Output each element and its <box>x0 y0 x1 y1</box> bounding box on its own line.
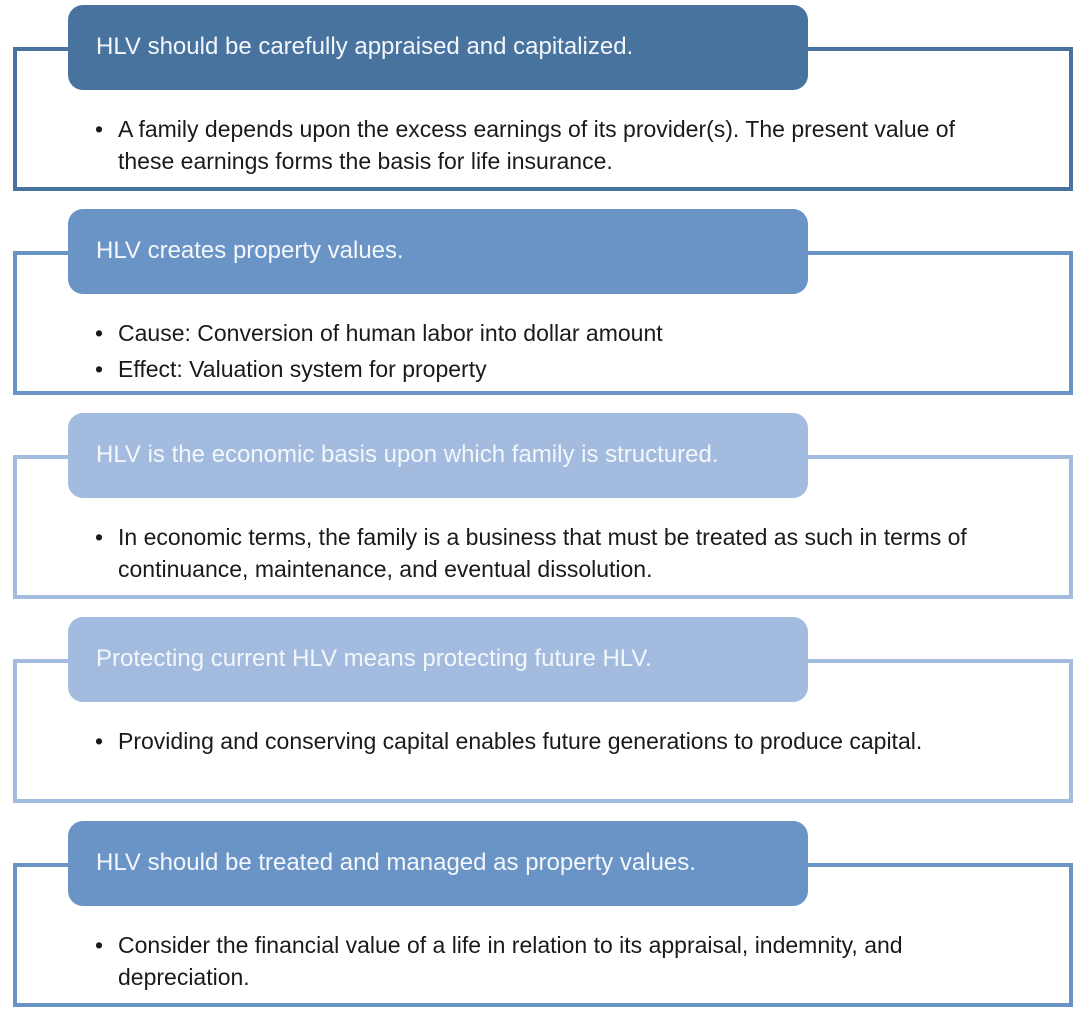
section-hlv-managed-as-property: HLV should be treated and managed as pro… <box>0 821 1084 1022</box>
bullet-list: Cause: Conversion of human labor into do… <box>95 317 975 389</box>
bullet-text: Effect: Valuation system for property <box>118 356 487 382</box>
bullet-text: A family depends upon the excess earning… <box>118 116 955 174</box>
bullet-list: Providing and conserving capital enables… <box>95 725 975 761</box>
bullet-text: Consider the financial value of a life i… <box>118 932 903 990</box>
bullet-item: Cause: Conversion of human labor into do… <box>95 317 975 349</box>
bullet-item: Consider the financial value of a life i… <box>95 929 975 993</box>
section-header: HLV should be carefully appraised and ca… <box>68 5 808 90</box>
bullet-text: Providing and conserving capital enables… <box>118 728 923 754</box>
bullet-list: Consider the financial value of a life i… <box>95 929 975 997</box>
section-title: HLV should be treated and managed as pro… <box>96 849 696 877</box>
section-title: HLV should be carefully appraised and ca… <box>96 33 634 61</box>
section-header: HLV creates property values. <box>68 209 808 294</box>
bullet-text: In economic terms, the family is a busin… <box>118 524 967 582</box>
section-title: HLV creates property values. <box>96 237 404 265</box>
bullet-list: In economic terms, the family is a busin… <box>95 521 975 589</box>
bullet-item: Providing and conserving capital enables… <box>95 725 975 757</box>
section-hlv-economic-basis: HLV is the economic basis upon which fam… <box>0 413 1084 617</box>
section-hlv-appraised: HLV should be carefully appraised and ca… <box>0 5 1084 209</box>
section-protecting-hlv: Protecting current HLV means protecting … <box>0 617 1084 821</box>
bullet-item: Effect: Valuation system for property <box>95 353 975 385</box>
bullet-item: A family depends upon the excess earning… <box>95 113 975 177</box>
bullet-text: Cause: Conversion of human labor into do… <box>118 320 663 346</box>
section-title: Protecting current HLV means protecting … <box>96 645 652 673</box>
section-header: HLV is the economic basis upon which fam… <box>68 413 808 498</box>
section-header: Protecting current HLV means protecting … <box>68 617 808 702</box>
section-header: HLV should be treated and managed as pro… <box>68 821 808 906</box>
section-title: HLV is the economic basis upon which fam… <box>96 441 719 469</box>
section-hlv-property-values: HLV creates property values. Cause: Conv… <box>0 209 1084 413</box>
bullet-item: In economic terms, the family is a busin… <box>95 521 975 585</box>
bullet-list: A family depends upon the excess earning… <box>95 113 975 181</box>
